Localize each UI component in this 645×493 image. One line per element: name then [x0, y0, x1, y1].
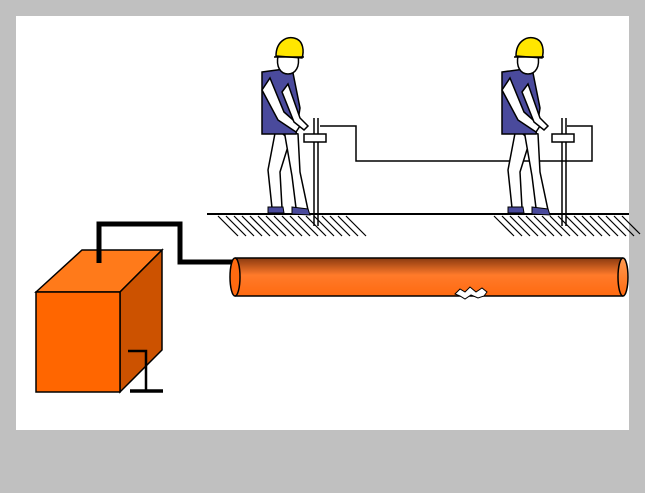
pipe-fault-icon [454, 286, 488, 300]
ground-hatching-icon [217, 215, 367, 237]
bottom-strip [16, 430, 629, 480]
signal-generator-box-icon [34, 248, 164, 394]
lead-wire [96, 221, 235, 265]
ground-symbol-icon [128, 349, 163, 393]
probe-electrode-icon [551, 118, 575, 226]
probe-electrode-icon [303, 118, 327, 226]
probe-connection-wire [320, 125, 593, 162]
worker-right-icon [501, 36, 551, 216]
worker-left-icon [261, 36, 311, 216]
buried-pipe-icon [229, 257, 629, 297]
ground-hatching-icon [493, 215, 641, 237]
